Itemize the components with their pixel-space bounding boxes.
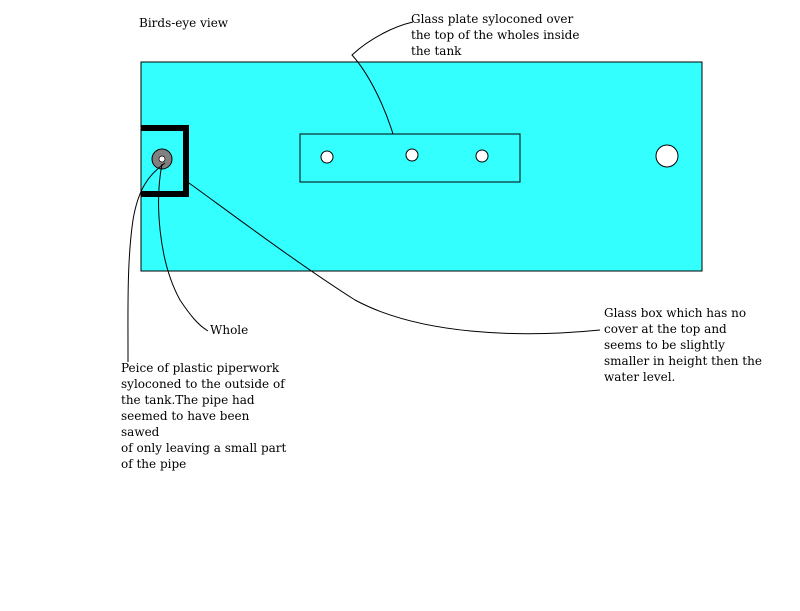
- glass-box-label: Glass box which has no cover at the top …: [604, 306, 762, 384]
- diagram-title: Birds-eye view: [139, 16, 229, 30]
- plate-hole-2: [405, 148, 419, 162]
- leader-whole: [158, 163, 209, 332]
- plate-hole-1: [320, 150, 334, 164]
- glass-plate-label: Glass plate syloconed over the top of th…: [411, 12, 580, 58]
- leader-pipe: [127, 162, 166, 362]
- whole: [158, 155, 166, 163]
- large-hole: [655, 144, 679, 168]
- whole-label: Whole: [210, 323, 249, 337]
- leader-glass-box: [188, 182, 601, 335]
- plate-hole-3: [475, 149, 489, 163]
- pipe-label: Peice of plastic piperwork syloconed to …: [121, 361, 287, 471]
- leader-glass-plate: [351, 21, 414, 135]
- pipe-bracket: [141, 125, 189, 197]
